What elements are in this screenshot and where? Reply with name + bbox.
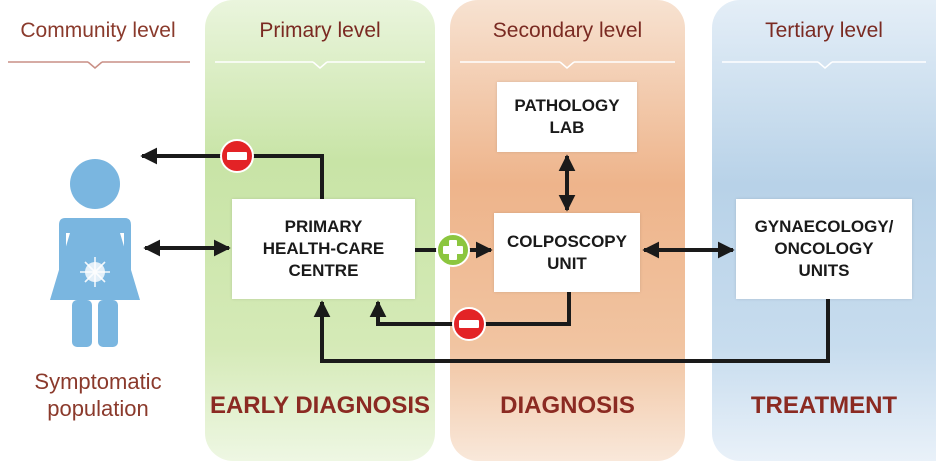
phc-line-2: HEALTH-CARE	[262, 239, 385, 258]
tertiary-level-label: Tertiary level	[765, 19, 883, 42]
gynaecology-line-2: ONCOLOGY	[774, 239, 874, 258]
early-diagnosis-label: EARLY DIAGNOSIS	[209, 392, 431, 419]
community-underline	[8, 61, 190, 69]
primary-health-care-centre-box: PRIMARY HEALTH-CARE CENTRE	[232, 199, 415, 299]
gynaecology-line-1: GYNAECOLOGY/	[754, 217, 894, 236]
arrow-gynaecology-back-to-phc	[313, 299, 830, 363]
community-level-label: Community level	[20, 19, 176, 42]
primary-underline	[215, 61, 425, 69]
pathology-lab-box: PATHOLOGY LAB	[497, 82, 637, 152]
diagnosis-label: DIAGNOSIS	[500, 392, 635, 419]
tertiary-underline	[722, 61, 926, 69]
gynaecology-oncology-units-box: GYNAECOLOGY/ ONCOLOGY UNITS	[736, 199, 912, 299]
treatment-label: TREATMENT	[750, 392, 898, 419]
symptomatic-population-label: Symptomatic population	[0, 368, 196, 422]
colposcopy-line-1: COLPOSCOPY	[507, 231, 627, 251]
population-line-2: population	[47, 396, 149, 421]
pathology-line-2: LAB	[549, 118, 585, 137]
minus-circle-icon	[220, 139, 254, 173]
secondary-level-label: Secondary level	[492, 19, 643, 42]
colposcopy-line-2: UNIT	[547, 253, 587, 273]
plus-circle-icon	[436, 233, 470, 267]
colposcopy-unit-box: COLPOSCOPY UNIT	[494, 213, 640, 292]
phc-line-1: PRIMARY	[284, 217, 363, 236]
gynaecology-line-3: UNITS	[798, 261, 850, 280]
population-line-1: Symptomatic	[34, 369, 162, 394]
minus-circle-icon	[452, 307, 486, 341]
arrow-phc-to-community-negative	[140, 147, 324, 199]
secondary-underline	[460, 61, 675, 69]
pathology-line-1: PATHOLOGY	[514, 96, 620, 115]
primary-level-label: Primary level	[259, 19, 381, 42]
phc-line-3: CENTRE	[288, 261, 359, 280]
person-icon	[50, 159, 140, 347]
